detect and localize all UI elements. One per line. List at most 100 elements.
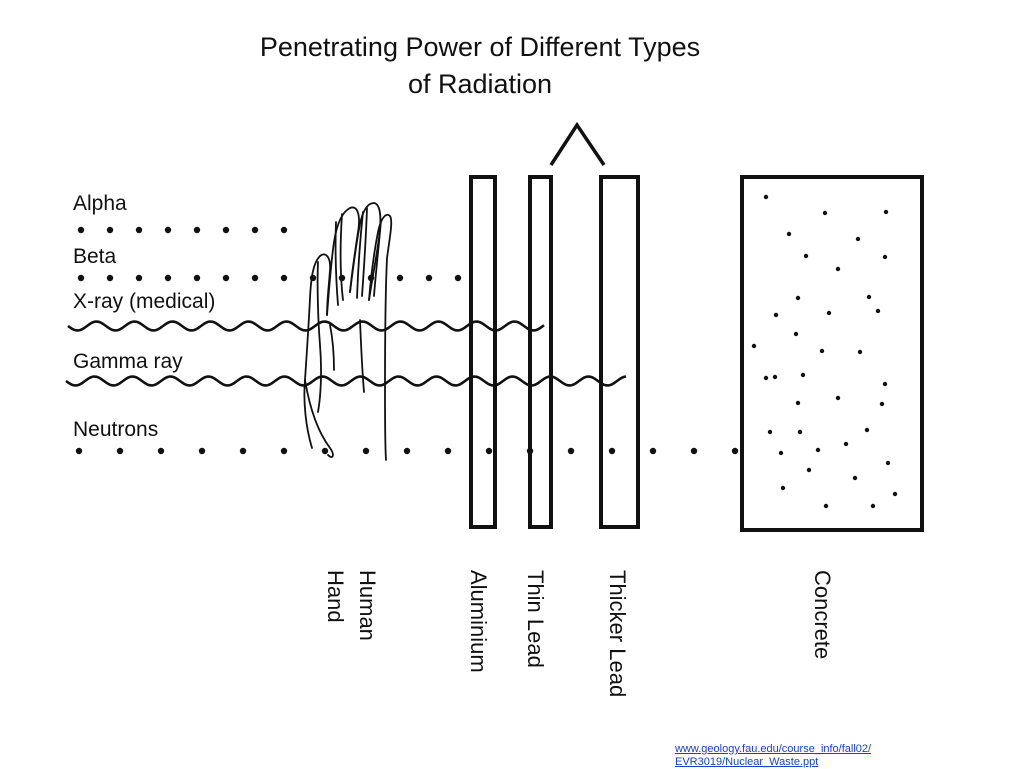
alpha-path [77, 226, 288, 234]
concrete-speckle [795, 295, 801, 301]
beta-particle [222, 274, 230, 282]
label-hand-line-2: Human [355, 570, 380, 641]
beta-particle [106, 274, 114, 282]
concrete-speckle [751, 343, 757, 349]
beta-particle [77, 274, 85, 282]
beta-particle [193, 274, 201, 282]
concrete-speckle [797, 429, 803, 435]
concrete-speckle [855, 236, 861, 242]
title-line-2: of Radiation [408, 69, 552, 99]
beta-particle [280, 274, 288, 282]
concrete-speckle [870, 503, 876, 509]
concrete-speckle [806, 467, 812, 473]
neutron-particle [239, 447, 247, 455]
alpha-particle [193, 226, 201, 234]
neutron-particle [690, 447, 698, 455]
source-link[interactable]: www.geology.fau.edu/course_info/fall02/ … [675, 743, 1015, 769]
beta-particle [164, 274, 172, 282]
concrete-speckle [778, 450, 784, 456]
neutron-particle [608, 447, 616, 455]
label-alpha: Alpha [73, 192, 127, 215]
neutron-particle [75, 447, 83, 455]
thicker-lead-barrier [599, 175, 640, 529]
neutron-particle [444, 447, 452, 455]
neutron-particle [362, 447, 370, 455]
xray-path [67, 320, 545, 332]
label-xray: X-ray (medical) [73, 290, 215, 313]
alpha-particle [280, 226, 288, 234]
concrete-speckle [835, 395, 841, 401]
concrete-speckle [823, 503, 829, 509]
neutron-particle [526, 447, 534, 455]
neutron-particle [116, 447, 124, 455]
alpha-particle [77, 226, 85, 234]
concrete-speckle [795, 400, 801, 406]
concrete-speckle [763, 375, 769, 381]
alpha-particle [222, 226, 230, 234]
concrete-speckle [826, 310, 832, 316]
concrete-speckle [892, 491, 898, 497]
label-thin-lead: Thin Lead [523, 570, 548, 668]
source-line-2[interactable]: EVR3019/Nuclear_Waste.ppt [675, 756, 819, 768]
source-line-1[interactable]: www.geology.fau.edu/course_info/fall02/ [675, 743, 872, 755]
alpha-particle [251, 226, 259, 234]
beta-particle [425, 274, 433, 282]
concrete-speckle [882, 381, 888, 387]
concrete-speckle [786, 231, 792, 237]
concrete-speckle [819, 348, 825, 354]
concrete-speckle [822, 210, 828, 216]
beta-particle [251, 274, 259, 282]
neutron-particle [280, 447, 288, 455]
concrete-speckle [875, 308, 881, 314]
hand-drawing [303, 202, 393, 461]
concrete-speckle [772, 374, 778, 380]
concrete-speckle [800, 372, 806, 378]
concrete-speckle [773, 312, 779, 318]
neutron-particle [198, 447, 206, 455]
concrete-speckle [857, 349, 863, 355]
label-gamma: Gamma ray [73, 350, 183, 373]
concrete-block [740, 175, 924, 532]
concrete-speckle [767, 429, 773, 435]
concrete-speckle [843, 441, 849, 447]
beta-particle [135, 274, 143, 282]
alpha-particle [164, 226, 172, 234]
label-hand-line-1: Hand [323, 570, 348, 623]
concrete-speckle [885, 460, 891, 466]
beta-path [77, 274, 462, 282]
concrete-speckle [780, 485, 786, 491]
concrete-speckle [864, 427, 870, 433]
label-neutrons: Neutrons [73, 418, 158, 441]
neutron-particle [403, 447, 411, 455]
alpha-particle [106, 226, 114, 234]
concrete-speckle [879, 401, 885, 407]
alpha-particle [135, 226, 143, 234]
neutron-particle [731, 447, 739, 455]
label-aluminium: Aluminium [466, 570, 491, 673]
concrete-speckle [835, 266, 841, 272]
thin-lead-barrier [528, 175, 553, 529]
concrete-speckle [815, 447, 821, 453]
concrete-speckle [882, 254, 888, 260]
gamma-path [65, 375, 627, 387]
concrete-speckles [751, 194, 898, 509]
neutron-path [75, 447, 739, 455]
neutron-particle [567, 447, 575, 455]
label-beta: Beta [73, 245, 117, 268]
label-thicker-lead: Thicker Lead [605, 570, 630, 697]
concrete-speckle [763, 194, 769, 200]
neutron-particle [157, 447, 165, 455]
concrete-speckle [852, 475, 858, 481]
neutron-particle [321, 447, 329, 455]
concrete-speckle [803, 253, 809, 259]
beta-particle [396, 274, 404, 282]
neutron-particle [485, 447, 493, 455]
lead-bracket [549, 121, 606, 166]
concrete-speckle [866, 294, 872, 300]
title-line-1: Penetrating Power of Different Types [260, 32, 700, 62]
concrete-speckle [883, 209, 889, 215]
concrete-speckle [793, 331, 799, 337]
neutron-particle [649, 447, 657, 455]
